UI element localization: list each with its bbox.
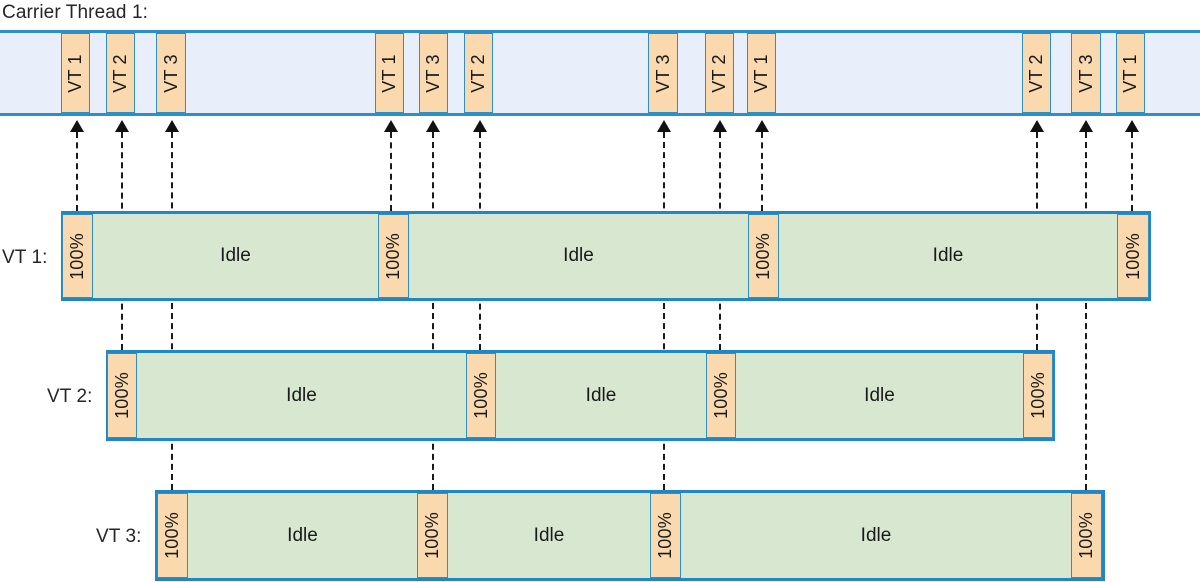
carrier-slot-vt1-8: VT 1 [747,33,776,113]
carrier-slot-label: VT 2 [110,53,130,93]
busy-slot-1-1: 100% [378,214,409,298]
connector-arrowhead-3 [384,120,398,132]
carrier-slot-vt1-3: VT 1 [375,33,404,113]
busy-slot-label: 100% [422,512,442,559]
busy-slot-2-0: 100% [107,353,137,438]
connector-line-10 [1085,132,1087,490]
connector-arrowhead-0 [70,120,84,132]
carrier-slot-label: VT 1 [65,53,85,93]
connector-arrowhead-10 [1079,120,1093,132]
carrier-slot-vt3-6: VT 3 [648,33,678,113]
connector-arrowhead-4 [426,120,440,132]
busy-slot-label: 100% [67,232,87,280]
connector-arrowhead-7 [713,120,727,132]
lane-bar-vt1 [61,211,1151,301]
lane-label-vt3: VT 3: [96,526,142,547]
connector-line-8 [761,132,763,211]
carrier-slot-label: VT 2 [709,53,729,93]
connector-arrowhead-1 [115,120,129,132]
busy-slot-label: 100% [1122,232,1143,280]
busy-slot-label: 100% [753,232,773,280]
carrier-slot-vt2-9: VT 2 [1022,33,1051,113]
connector-arrowhead-6 [657,120,671,132]
busy-slot-3-0: 100% [157,493,188,578]
connector-arrowhead-9 [1030,120,1044,132]
busy-slot-2-2: 100% [706,353,736,438]
busy-slot-2-1: 100% [466,353,496,438]
busy-slot-label: 100% [162,512,182,559]
connector-line-6 [663,132,665,490]
busy-slot-1-3: 100% [1117,214,1149,298]
carrier-thread-title: Carrier Thread 1: [2,2,149,23]
lane-label-vt2: VT 2: [47,386,93,407]
lane-label-vt1: VT 1: [2,247,48,268]
busy-slot-label: 100% [1027,372,1048,419]
carrier-slot-vt3-10: VT 3 [1071,33,1101,113]
busy-slot-label: 100% [470,372,491,419]
carrier-slot-label: VT 1 [1120,53,1140,93]
busy-slot-3-3: 100% [1071,493,1102,578]
carrier-slot-vt1-11: VT 1 [1116,33,1145,113]
carrier-slot-vt2-1: VT 2 [106,33,135,113]
busy-slot-label: 100% [111,372,132,419]
carrier-slot-vt3-4: VT 3 [419,33,448,113]
busy-slot-label: 100% [710,372,731,419]
carrier-slot-label: VT 2 [1026,53,1046,93]
connector-line-4 [432,132,434,490]
connector-line-2 [171,132,173,490]
carrier-slot-label: VT 3 [160,53,181,93]
connector-arrowhead-5 [473,120,487,132]
carrier-slot-label: VT 2 [468,53,488,93]
carrier-slot-vt2-5: VT 2 [464,33,493,113]
busy-slot-label: 100% [383,232,403,280]
busy-slot-3-1: 100% [417,493,448,578]
busy-slot-2-3: 100% [1023,353,1053,438]
carrier-slot-vt2-7: VT 2 [705,33,734,113]
lane-bar-vt2 [106,350,1055,441]
carrier-slot-label: VT 3 [423,53,443,93]
carrier-slot-label: VT 3 [1075,53,1096,93]
connector-arrowhead-8 [755,120,769,132]
busy-slot-label: 100% [655,512,675,559]
carrier-slot-label: VT 3 [652,53,673,93]
connector-line-11 [1131,132,1133,211]
carrier-slot-label: VT 1 [751,53,771,93]
lane-bar-vt3 [155,490,1105,581]
carrier-slot-label: VT 1 [379,53,399,93]
carrier-slot-vt3-2: VT 3 [156,33,186,113]
carrier-thread-bar [0,30,1200,116]
busy-slot-3-2: 100% [650,493,681,578]
connector-line-0 [76,132,78,211]
busy-slot-1-0: 100% [62,214,93,298]
carrier-slot-vt1-0: VT 1 [61,33,90,113]
connector-arrowhead-2 [165,120,179,132]
busy-slot-label: 100% [1076,512,1096,559]
connector-line-3 [390,132,392,211]
busy-slot-1-2: 100% [748,214,779,298]
connector-arrowhead-11 [1125,120,1139,132]
